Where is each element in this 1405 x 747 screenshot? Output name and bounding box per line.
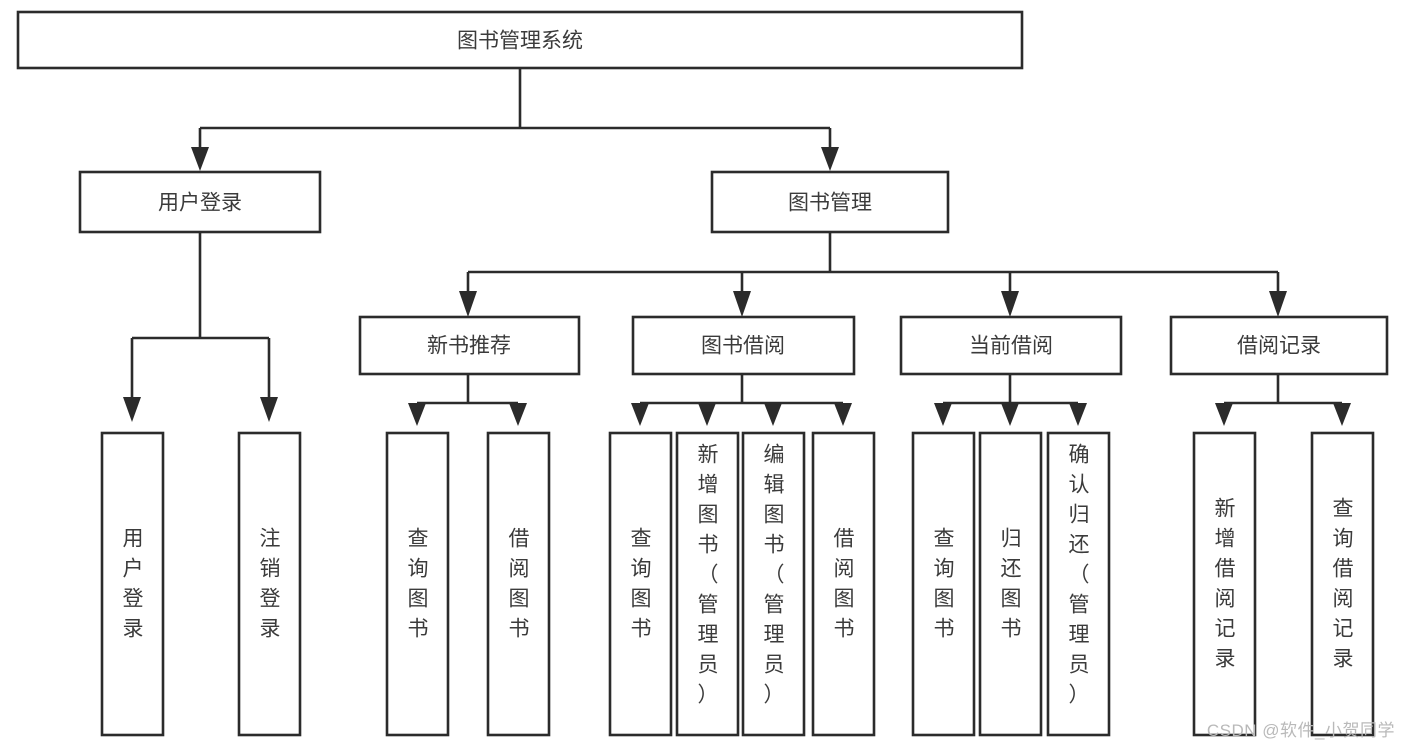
arrow-head-leaf-edit-book-admin bbox=[764, 403, 782, 426]
node-book-borrow-box[interactable] bbox=[631, 315, 856, 376]
leaf-return-book-label: 归还图书 bbox=[1001, 528, 1022, 641]
root-node-label: 图书管理系统 bbox=[457, 30, 583, 53]
arrow-head-leaf-add-book-admin bbox=[698, 403, 716, 426]
leaf-add-book-admin[interactable]: 新增图书（管理员） bbox=[675, 431, 740, 737]
node-current-borrow-box[interactable] bbox=[899, 315, 1123, 376]
leaf-add-borrow-record-box[interactable] bbox=[1192, 431, 1257, 737]
leaf-logout[interactable]: 注销登录 bbox=[237, 431, 302, 737]
arrow-head-book-borrow bbox=[733, 291, 751, 317]
connector-group-currentborrow bbox=[934, 374, 1087, 426]
node-current-borrow[interactable]: 当前借阅 bbox=[899, 315, 1123, 376]
connector-group-bookmgmt bbox=[459, 232, 1287, 317]
arrow-head-new-book-recommend bbox=[459, 291, 477, 317]
leaf-borrow-book-1[interactable]: 借阅图书 bbox=[486, 431, 551, 737]
leaf-confirm-return-admin-box[interactable] bbox=[1046, 431, 1111, 737]
node-new-book-recommend-label: 新书推荐 bbox=[427, 335, 511, 358]
arrow-head-leaf-add-borrow-record bbox=[1215, 403, 1233, 426]
leaf-return-book-box[interactable] bbox=[978, 431, 1043, 737]
leaf-borrow-book-2-label: 借阅图书 bbox=[834, 528, 855, 641]
node-book-management[interactable]: 图书管理 bbox=[710, 170, 950, 234]
leaf-query-book-3-box[interactable] bbox=[911, 431, 976, 737]
leaf-query-book-1[interactable]: 查询图书 bbox=[385, 431, 450, 737]
node-user-login-box[interactable] bbox=[78, 170, 322, 234]
arrow-head-current-borrow bbox=[1001, 291, 1019, 317]
leaf-query-borrow-record[interactable]: 查询借阅记录 bbox=[1310, 431, 1375, 737]
node-book-borrow-label: 图书借阅 bbox=[701, 335, 785, 358]
arrow-head-bookmgmt bbox=[821, 147, 839, 171]
leaf-user-login[interactable]: 用户登录 bbox=[100, 431, 165, 737]
node-borrow-record[interactable]: 借阅记录 bbox=[1169, 315, 1389, 376]
connector-group-root bbox=[191, 68, 839, 171]
leaf-logout-box[interactable] bbox=[237, 431, 302, 737]
arrow-head-userlogin bbox=[191, 147, 209, 171]
leaf-add-book-admin-label: 新增图书（管理员） bbox=[698, 444, 719, 707]
leaf-query-book-2[interactable]: 查询图书 bbox=[608, 431, 673, 737]
connector-group-borrowrecord bbox=[1215, 374, 1351, 426]
node-user-login[interactable]: 用户登录 bbox=[78, 170, 322, 234]
arrow-head-leaf-user-login bbox=[123, 397, 141, 422]
arrow-head-leaf-query-book-2 bbox=[631, 403, 649, 426]
leaf-borrow-book-1-box[interactable] bbox=[486, 431, 551, 737]
leaf-add-borrow-record[interactable]: 新增借阅记录 bbox=[1192, 431, 1257, 737]
arrow-head-borrow-record bbox=[1269, 291, 1287, 317]
leaf-user-login-box[interactable] bbox=[100, 431, 165, 737]
leaf-query-borrow-record-box[interactable] bbox=[1310, 431, 1375, 737]
leaf-query-book-1-label: 查询图书 bbox=[408, 528, 429, 641]
leaf-borrow-book-2[interactable]: 借阅图书 bbox=[811, 431, 876, 737]
arrow-head-leaf-query-book-3 bbox=[934, 403, 952, 426]
node-new-book-recommend[interactable]: 新书推荐 bbox=[358, 315, 581, 376]
node-borrow-record-box[interactable] bbox=[1169, 315, 1389, 376]
arrow-head-leaf-borrow-book-2 bbox=[834, 403, 852, 426]
leaf-add-borrow-record-label: 新增借阅记录 bbox=[1215, 498, 1236, 671]
root-node-box[interactable] bbox=[16, 10, 1024, 70]
root-node[interactable]: 图书管理系统 bbox=[16, 10, 1024, 70]
leaf-add-book-admin-box[interactable] bbox=[675, 431, 740, 737]
leaf-query-book-2-label: 查询图书 bbox=[631, 528, 652, 641]
leaf-borrow-book-2-box[interactable] bbox=[811, 431, 876, 737]
connector-group-bookborrow bbox=[631, 374, 852, 426]
arrow-head-leaf-confirm-return bbox=[1069, 403, 1087, 426]
leaf-query-book-3[interactable]: 查询图书 bbox=[911, 431, 976, 737]
leaf-edit-book-admin-box[interactable] bbox=[741, 431, 806, 737]
arrow-head-leaf-query-borrow-record bbox=[1333, 403, 1351, 426]
leaf-edit-book-admin[interactable]: 编辑图书（管理员） bbox=[741, 431, 806, 737]
node-book-borrow[interactable]: 图书借阅 bbox=[631, 315, 856, 376]
node-book-management-box[interactable] bbox=[710, 170, 950, 234]
leaf-logout-label: 注销登录 bbox=[260, 528, 281, 641]
connector-group-userlogin bbox=[123, 232, 278, 422]
arrow-head-leaf-borrow-book-1 bbox=[509, 403, 527, 426]
leaf-return-book[interactable]: 归还图书 bbox=[978, 431, 1043, 737]
node-new-book-recommend-box[interactable] bbox=[358, 315, 581, 376]
leaf-confirm-return-admin-label: 确认归还（管理员） bbox=[1069, 444, 1090, 707]
arrow-head-leaf-query-book-1 bbox=[408, 403, 426, 426]
csdn-watermark: CSDN @软件_小贺同学 bbox=[1206, 721, 1395, 740]
arrow-head-leaf-logout bbox=[260, 397, 278, 422]
leaf-borrow-book-1-label: 借阅图书 bbox=[509, 528, 530, 641]
leaf-confirm-return-admin[interactable]: 确认归还（管理员） bbox=[1046, 431, 1111, 737]
leaf-query-book-2-box[interactable] bbox=[608, 431, 673, 737]
node-current-borrow-label: 当前借阅 bbox=[969, 335, 1053, 358]
node-user-login-label: 用户登录 bbox=[158, 192, 242, 215]
leaf-query-book-3-label: 查询图书 bbox=[934, 528, 955, 641]
connector-group-newbook bbox=[408, 374, 527, 426]
leaf-edit-book-admin-label: 编辑图书（管理员） bbox=[764, 444, 785, 707]
node-borrow-record-label: 借阅记录 bbox=[1237, 335, 1321, 358]
leaf-user-login-label: 用户登录 bbox=[123, 528, 144, 641]
leaf-query-borrow-record-label: 查询借阅记录 bbox=[1333, 498, 1354, 671]
node-book-management-label: 图书管理 bbox=[788, 192, 872, 215]
leaf-query-book-1-box[interactable] bbox=[385, 431, 450, 737]
arrow-head-leaf-return-book bbox=[1001, 403, 1019, 426]
